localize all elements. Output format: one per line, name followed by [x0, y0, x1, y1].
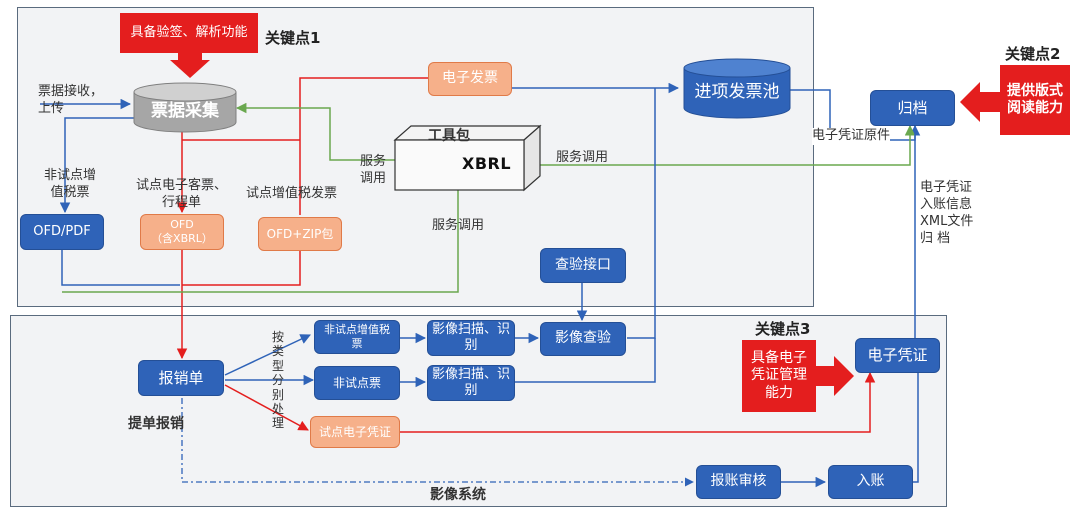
check-api-node: 查验接口 — [540, 248, 626, 283]
pilot-voucher-node: 试点电子凭证 — [310, 416, 400, 448]
receive-label: 票据接收， 上传 — [38, 84, 104, 116]
service-call-label-3: 服务调用 — [556, 150, 609, 165]
collect-cylinder-icon — [133, 82, 237, 133]
voucher-original-label: 电子凭证原件 — [812, 128, 891, 145]
left-arrow-icon — [960, 82, 1002, 122]
ofd-zip-node: OFD+ZIP包 — [258, 217, 342, 251]
toolkit-box-icon — [393, 124, 542, 192]
evoucher-node: 电子凭证 — [855, 338, 940, 373]
toolkit-label: 工具包 — [428, 128, 470, 144]
key-point-3: 关键点3 — [755, 320, 811, 338]
key-point-1: 关键点1 — [265, 29, 321, 47]
right-arrow-icon — [814, 356, 854, 396]
image-system-title: 影像系统 — [430, 487, 486, 503]
reimburse-node: 报销单 — [138, 360, 224, 396]
image-scan-node-2: 影像扫描、识别 — [427, 365, 515, 401]
voucher-xml-label: 电子凭证 入账信息 XML文件 归 档 — [920, 180, 974, 246]
callout-voucher-mgmt: 具备电子凭证管理能力 — [742, 340, 816, 412]
ofd-pdf-node: OFD/PDF — [20, 214, 104, 250]
archive-node: 归档 — [870, 90, 955, 126]
invoice-pool-node: 进项发票池 — [694, 82, 780, 103]
classify-label: 按 类 型 分 别 处 理 — [271, 330, 284, 431]
audit-node: 报账审核 — [696, 465, 781, 499]
submit-reimburse-label: 提单报销 — [128, 416, 184, 432]
ofd-xbrl-node: OFD （含XBRL） — [140, 214, 224, 250]
non-pilot-vat-source-label: 非试点增 值税票 — [44, 168, 97, 200]
pool-cylinder-icon — [683, 58, 791, 119]
image-scan-node-1: 影像扫描、识别 — [427, 320, 515, 356]
pilot-vat-label: 试点增值税发票 — [246, 186, 338, 201]
pilot-ticket-label: 试点电子客票、 行程单 — [136, 178, 228, 210]
key-point-2: 关键点2 — [1005, 45, 1061, 63]
non-pilot-vat-node: 非试点增值税票 — [314, 320, 400, 354]
service-call-label-2: 服务调用 — [432, 218, 485, 233]
collect-node: 票据采集 — [151, 101, 219, 122]
post-node: 入账 — [828, 465, 913, 499]
service-call-label-1: 服务 调用 — [360, 154, 387, 186]
callout-layout-read: 提供版式阅读能力 — [1000, 65, 1070, 135]
xbrl-logo: XBRL — [462, 154, 512, 173]
image-check-node: 影像查验 — [540, 322, 626, 356]
callout-verify: 具备验签、解析功能 — [120, 13, 258, 53]
einvoice-node: 电子发票 — [428, 62, 512, 96]
down-arrow-icon — [170, 52, 210, 78]
non-pilot-node: 非试点票 — [314, 366, 400, 400]
